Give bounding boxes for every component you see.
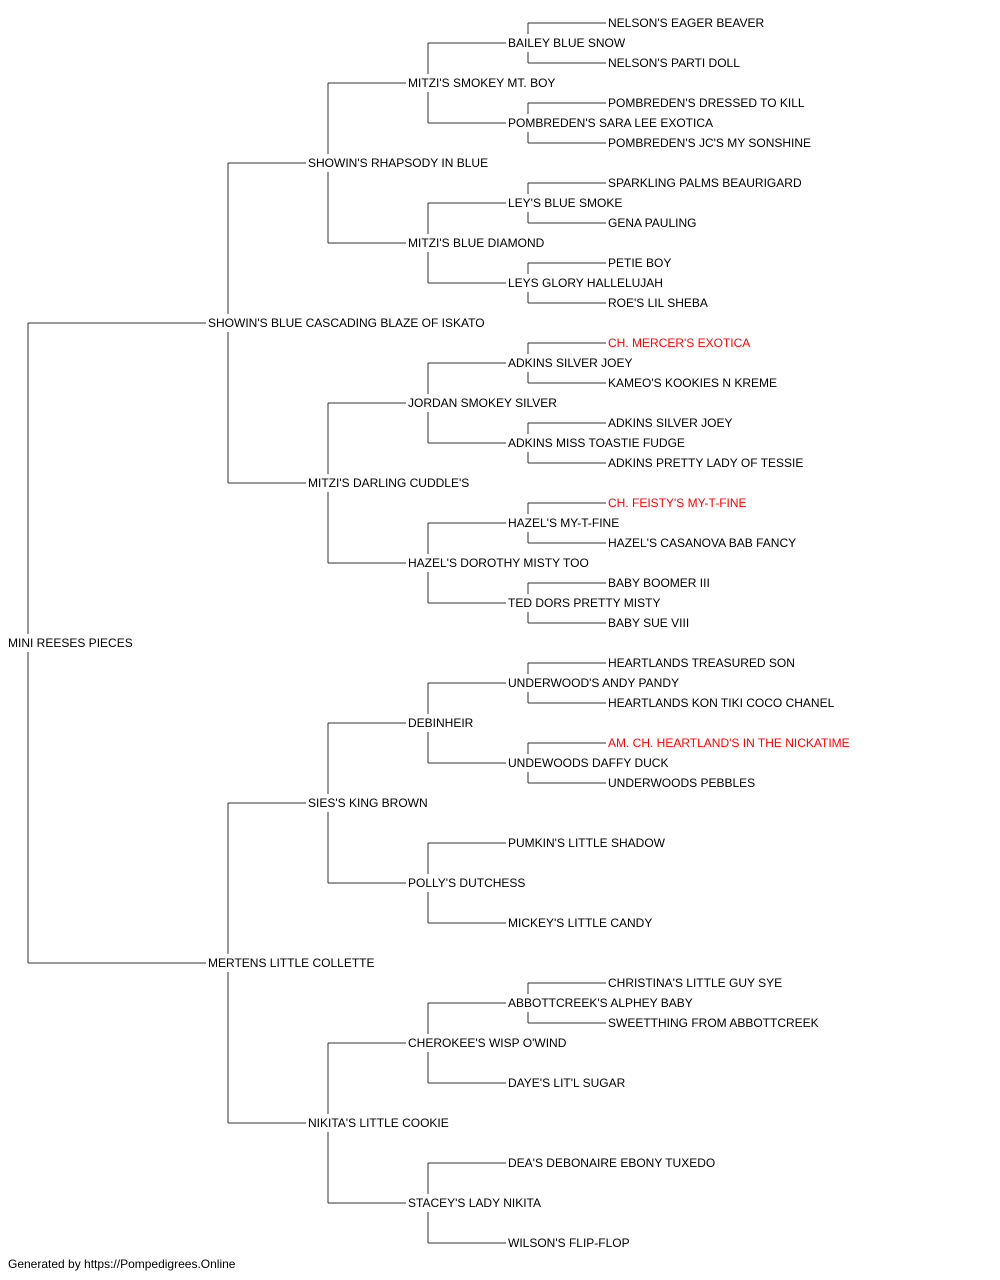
ggg-grandparent-name: PETIE BOY	[608, 256, 671, 270]
ggg-grandparent-name: SPARKLING PALMS BEAURIGARD	[608, 176, 802, 190]
gg-grandparent-name: TED DORS PRETTY MISTY	[508, 596, 660, 610]
gg-grandparent-name: LEY'S BLUE SMOKE	[508, 196, 622, 210]
gg-grandparent-name: DAYE'S LIT'L SUGAR	[508, 1076, 626, 1090]
gg-grandparent-name: UNDEWOODS DAFFY DUCK	[508, 756, 668, 770]
ggg-grandparent-name: POMBREDEN'S JC'S MY SONSHINE	[608, 136, 811, 150]
gg-grandparent-name: ABBOTTCREEK'S ALPHEY BABY	[508, 996, 693, 1010]
great-grandparent-name: JORDAN SMOKEY SILVER	[408, 396, 557, 410]
gg-grandparent-name: MICKEY'S LITTLE CANDY	[508, 916, 652, 930]
great-grandparent-name: MITZI'S BLUE DIAMOND	[408, 236, 545, 250]
great-grandparent-name: DEBINHEIR	[408, 716, 474, 730]
ggg-grandparent-name: ADKINS SILVER JOEY	[608, 416, 732, 430]
parent-name: MERTENS LITTLE COLLETTE	[208, 956, 374, 970]
great-grandparent-name: POLLY'S DUTCHESS	[408, 876, 525, 890]
ggg-grandparent-name: NELSON'S PARTI DOLL	[608, 56, 740, 70]
ggg-grandparent-name: GENA PAULING	[608, 216, 696, 230]
champion-ggg-grandparent-name: CH. MERCER'S EXOTICA	[608, 336, 750, 350]
gg-grandparent-name: UNDERWOOD'S ANDY PANDY	[508, 676, 679, 690]
ggg-grandparent-name: HEARTLANDS KON TIKI COCO CHANEL	[608, 696, 835, 710]
ggg-grandparent-name: CHRISTINA'S LITTLE GUY SYE	[608, 976, 782, 990]
gg-grandparent-name: BAILEY BLUE SNOW	[508, 36, 626, 50]
ggg-grandparent-name: KAMEO'S KOOKIES N KREME	[608, 376, 777, 390]
champion-ggg-grandparent-name: CH. FEISTY'S MY-T-FINE	[608, 496, 747, 510]
root-name: MINI REESES PIECES	[8, 636, 133, 650]
grandparent-name: NIKITA'S LITTLE COOKIE	[308, 1116, 449, 1130]
gg-grandparent-name: DEA'S DEBONAIRE EBONY TUXEDO	[508, 1156, 715, 1170]
gg-grandparent-name: HAZEL'S MY-T-FINE	[508, 516, 619, 530]
footer-credit: Generated by https://Pompedigrees.Online	[8, 1257, 236, 1271]
gg-grandparent-name: PUMKIN'S LITTLE SHADOW	[508, 836, 666, 850]
grandparent-name: SIES'S KING BROWN	[308, 796, 428, 810]
gg-grandparent-name: WILSON'S FLIP-FLOP	[508, 1236, 630, 1250]
ggg-grandparent-name: HEARTLANDS TREASURED SON	[608, 656, 795, 670]
great-grandparent-name: CHEROKEE'S WISP O'WIND	[408, 1036, 567, 1050]
ggg-grandparent-name: SWEETTHING FROM ABBOTTCREEK	[608, 1016, 819, 1030]
great-grandparent-name: HAZEL'S DOROTHY MISTY TOO	[408, 556, 589, 570]
gg-grandparent-name: ADKINS SILVER JOEY	[508, 356, 632, 370]
ggg-grandparent-name: NELSON'S EAGER BEAVER	[608, 16, 764, 30]
ggg-grandparent-name: UNDERWOODS PEBBLES	[608, 776, 755, 790]
great-grandparent-name: MITZI'S SMOKEY MT. BOY	[408, 76, 555, 90]
ggg-grandparent-name: HAZEL'S CASANOVA BAB FANCY	[608, 536, 796, 550]
ggg-grandparent-name: BABY SUE VIII	[608, 616, 689, 630]
champion-ggg-grandparent-name: AM. CH. HEARTLAND'S IN THE NICKATIME	[608, 736, 850, 750]
gg-grandparent-name: POMBREDEN'S SARA LEE EXOTICA	[508, 116, 713, 130]
gg-grandparent-name: LEYS GLORY HALLELUJAH	[508, 276, 663, 290]
ggg-grandparent-name: ROE'S LIL SHEBA	[608, 296, 708, 310]
grandparent-name: SHOWIN'S RHAPSODY IN BLUE	[308, 156, 488, 170]
ggg-grandparent-name: POMBREDEN'S DRESSED TO KILL	[608, 96, 805, 110]
great-grandparent-name: STACEY'S LADY NIKITA	[408, 1196, 541, 1210]
ggg-grandparent-name: ADKINS PRETTY LADY OF TESSIE	[608, 456, 803, 470]
ggg-grandparent-name: BABY BOOMER III	[608, 576, 710, 590]
parent-name: SHOWIN'S BLUE CASCADING BLAZE OF ISKATO	[208, 316, 485, 330]
gg-grandparent-name: ADKINS MISS TOASTIE FUDGE	[508, 436, 685, 450]
grandparent-name: MITZI'S DARLING CUDDLE'S	[308, 476, 469, 490]
